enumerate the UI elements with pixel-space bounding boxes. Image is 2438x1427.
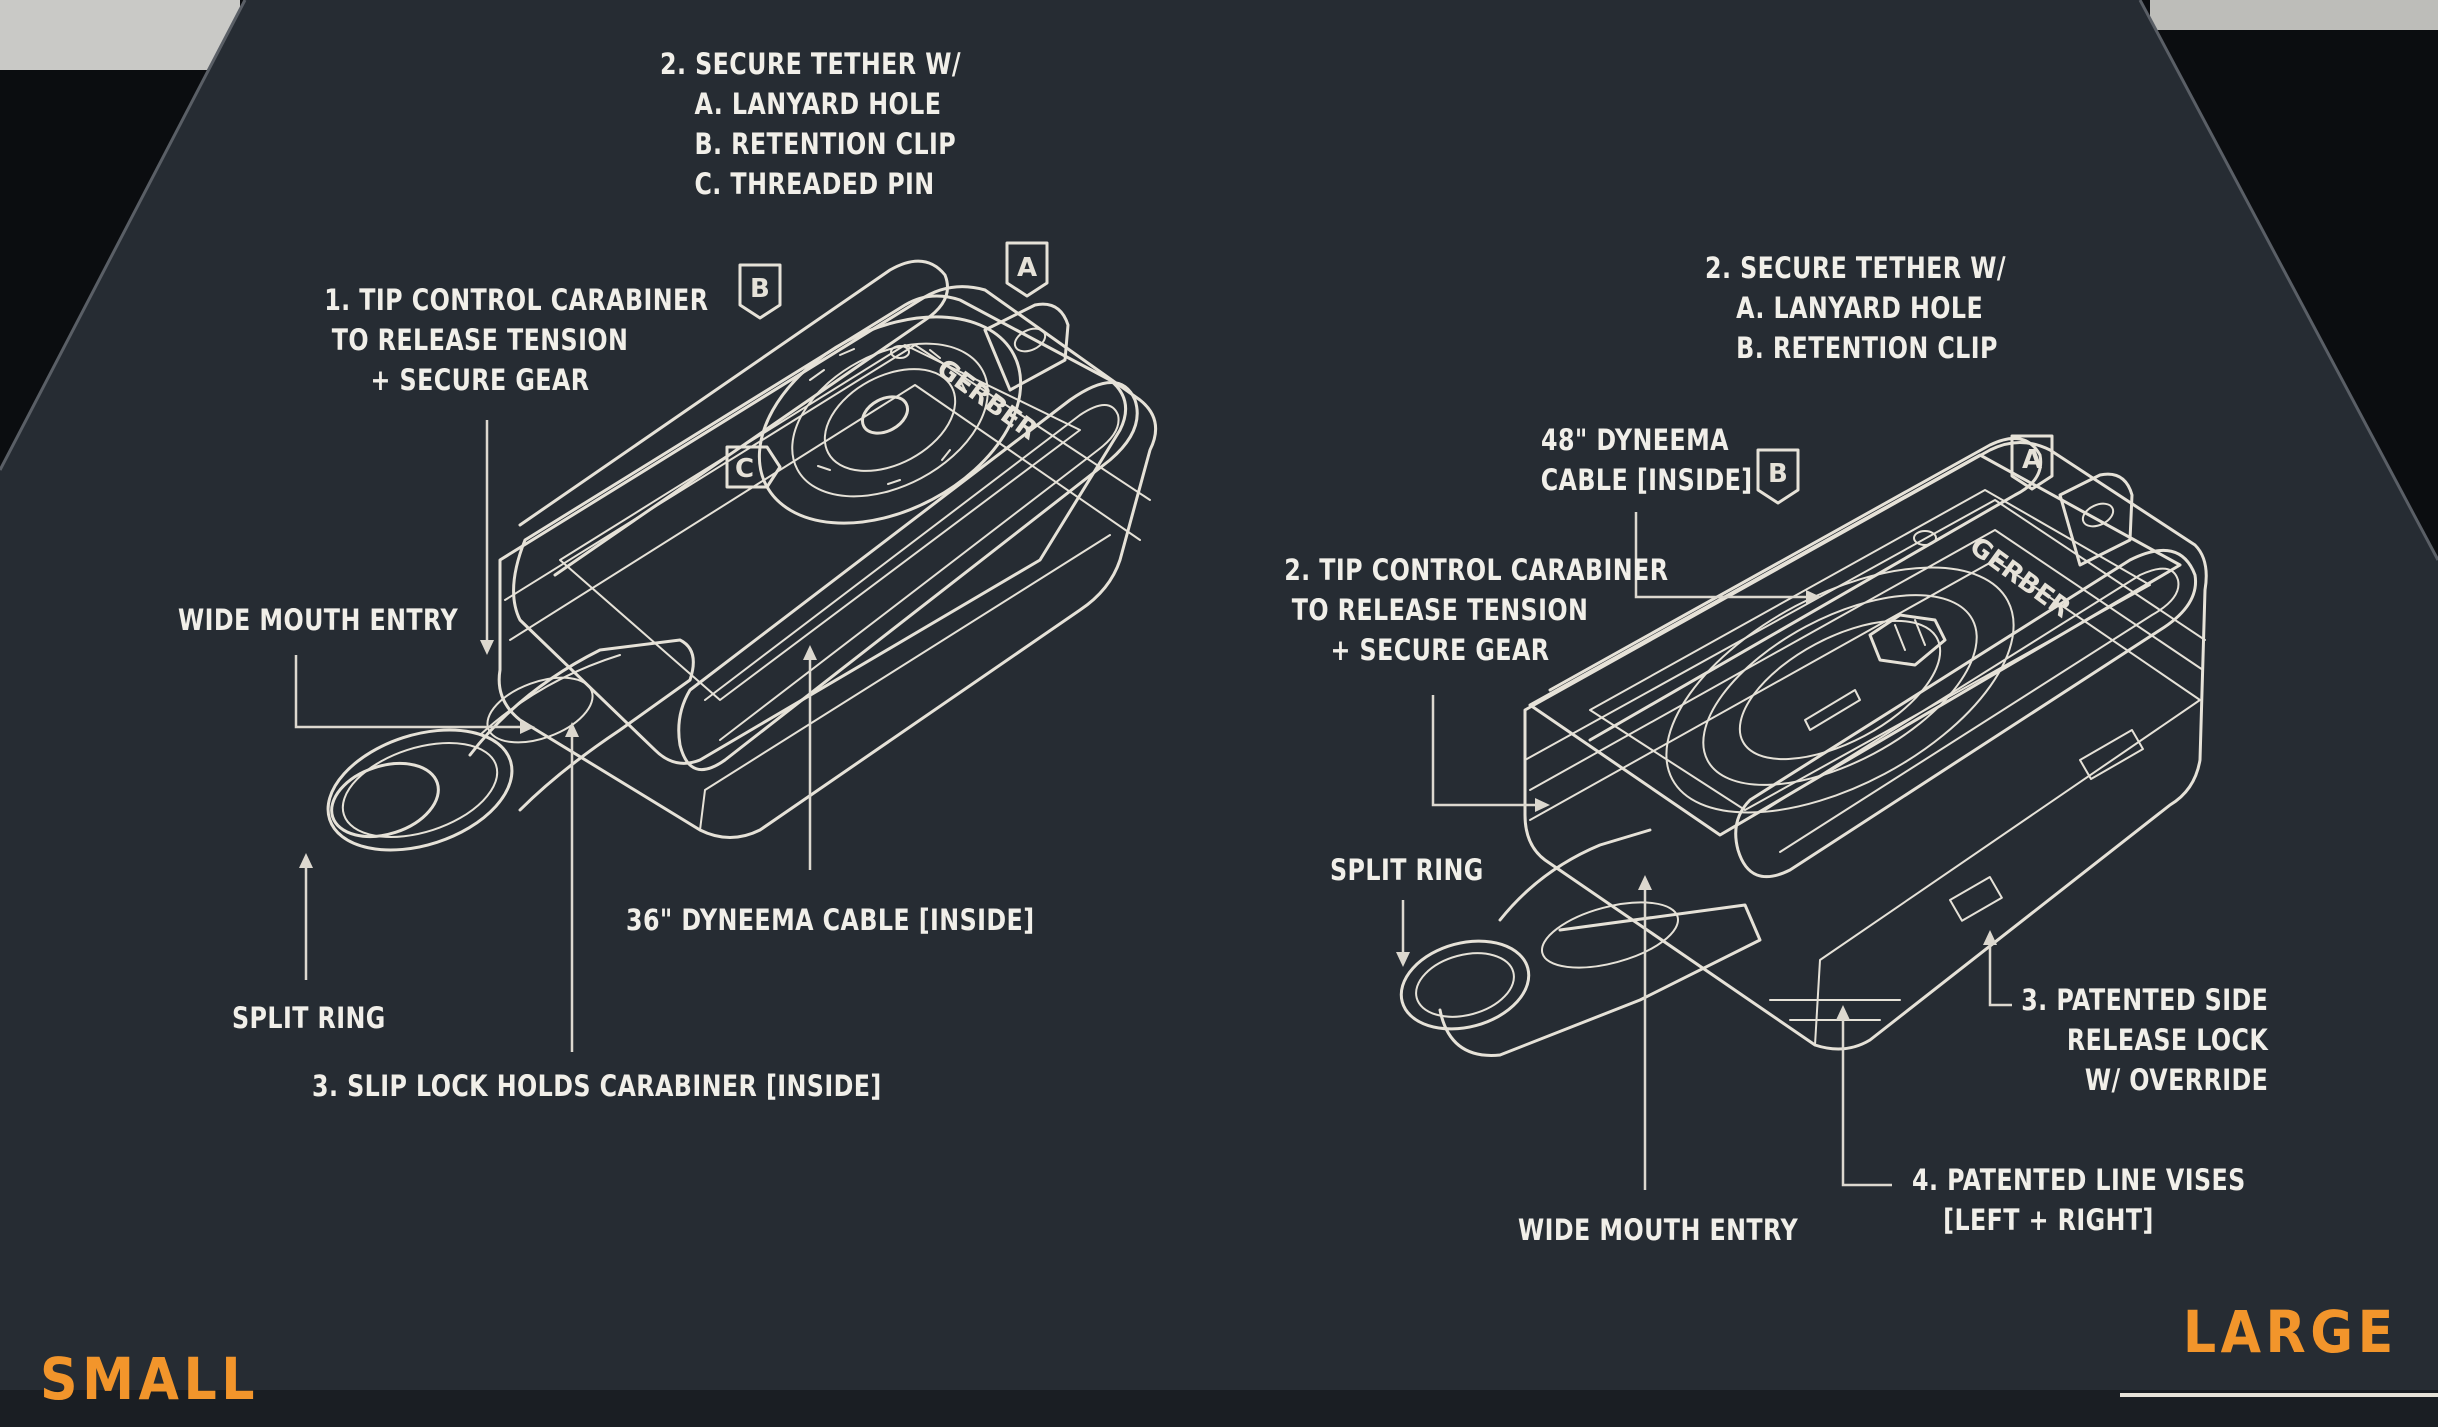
large-side-release-line2: RELEASE LOCK: [2066, 1023, 2268, 1057]
small-slip-lock-label: 3. SLIP LOCK HOLDS CARABINER [INSIDE]: [312, 1069, 882, 1103]
large-side-release-line3: W/ OVERRIDE: [2084, 1063, 2268, 1097]
large-wide-mouth-label: WIDE MOUTH ENTRY: [1518, 1213, 1799, 1247]
small-tip-control-line2: TO RELEASE TENSION: [331, 323, 629, 357]
small-tether-callout: 2. SECURE TETHER W/ A. LANYARD HOLE B. R…: [660, 44, 961, 204]
large-cable-line2: CABLE [INSIDE]: [1540, 463, 1753, 497]
large-line-vises-line1: 4. PATENTED LINE VISES: [1912, 1163, 2246, 1197]
small-tip-control-callout: 1. TIP CONTROL CARABINER TO RELEASE TENS…: [324, 280, 709, 400]
large-tip-control-line1: 2. TIP CONTROL CARABINER: [1284, 553, 1669, 587]
shelf-top-left: [0, 0, 240, 70]
shelf-top-right: [2150, 0, 2438, 30]
small-tether-line1: 2. SECURE TETHER W/: [660, 47, 961, 81]
large-tether-line1: 2. SECURE TETHER W/: [1705, 251, 2006, 285]
small-badge-b: B: [750, 274, 770, 304]
small-split-ring-label: SPLIT RING: [232, 1001, 386, 1035]
large-tether-line2: A. LANYARD HOLE: [1736, 291, 1984, 325]
large-split-ring-label: SPLIT RING: [1330, 853, 1484, 887]
large-badge-a: A: [2022, 445, 2042, 475]
large-cable-callout: 48" DYNEEMA CABLE [INSIDE]: [1540, 420, 1753, 500]
large-size-label: LARGE: [2183, 1298, 2398, 1366]
large-line-vises-line2: [LEFT + RIGHT]: [1943, 1203, 2154, 1237]
large-tip-control-line2: TO RELEASE TENSION: [1291, 593, 1589, 627]
large-tip-control-callout: 2. TIP CONTROL CARABINER TO RELEASE TENS…: [1284, 550, 1669, 670]
small-tether-line3: B. RETENTION CLIP: [694, 127, 957, 161]
large-badge-b: B: [1768, 459, 1788, 489]
large-cable-line1: 48" DYNEEMA: [1541, 423, 1729, 457]
box-panel-edge-right: [2138, 0, 2438, 561]
pointer-large-side-release: [1988, 935, 2012, 1007]
pointer-large-cable: [1634, 512, 1816, 599]
large-side-release-line1: 3. PATENTED SIDE: [2020, 983, 2268, 1017]
small-tip-control-line1: 1. TIP CONTROL CARABINER: [324, 283, 709, 317]
large-tip-control-line3: + SECURE GEAR: [1330, 633, 1550, 667]
small-cable-label: 36" DYNEEMA CABLE [INSIDE]: [626, 903, 1035, 937]
small-tip-control-line3: + SECURE GEAR: [370, 363, 590, 397]
small-wide-mouth-label: WIDE MOUTH ENTRY: [178, 603, 459, 637]
small-size-label: SMALL: [40, 1345, 259, 1413]
large-line-vises-callout: 4. PATENTED LINE VISES [LEFT + RIGHT]: [1912, 1160, 2246, 1240]
small-badge-a: A: [1017, 253, 1037, 283]
small-badge-c: C: [735, 454, 754, 484]
pointer-large-line-vises: [1841, 1010, 1892, 1187]
box-panel-edge-left: [0, 0, 247, 471]
large-tether-callout: 2. SECURE TETHER W/ A. LANYARD HOLE B. R…: [1705, 248, 2006, 368]
pointer-small-wide-mouth: [294, 655, 530, 729]
box-bottom-strip: [0, 1390, 2438, 1427]
large-tether-line3: B. RETENTION CLIP: [1736, 331, 1998, 365]
large-side-release-callout: 3. PATENTED SIDE RELEASE LOCK W/ OVERRID…: [2021, 980, 2268, 1100]
small-tether-line4: C. THREADED PIN: [694, 167, 935, 201]
small-tether-line2: A. LANYARD HOLE: [694, 87, 942, 121]
pointer-large-tip-control: [1431, 695, 1545, 807]
